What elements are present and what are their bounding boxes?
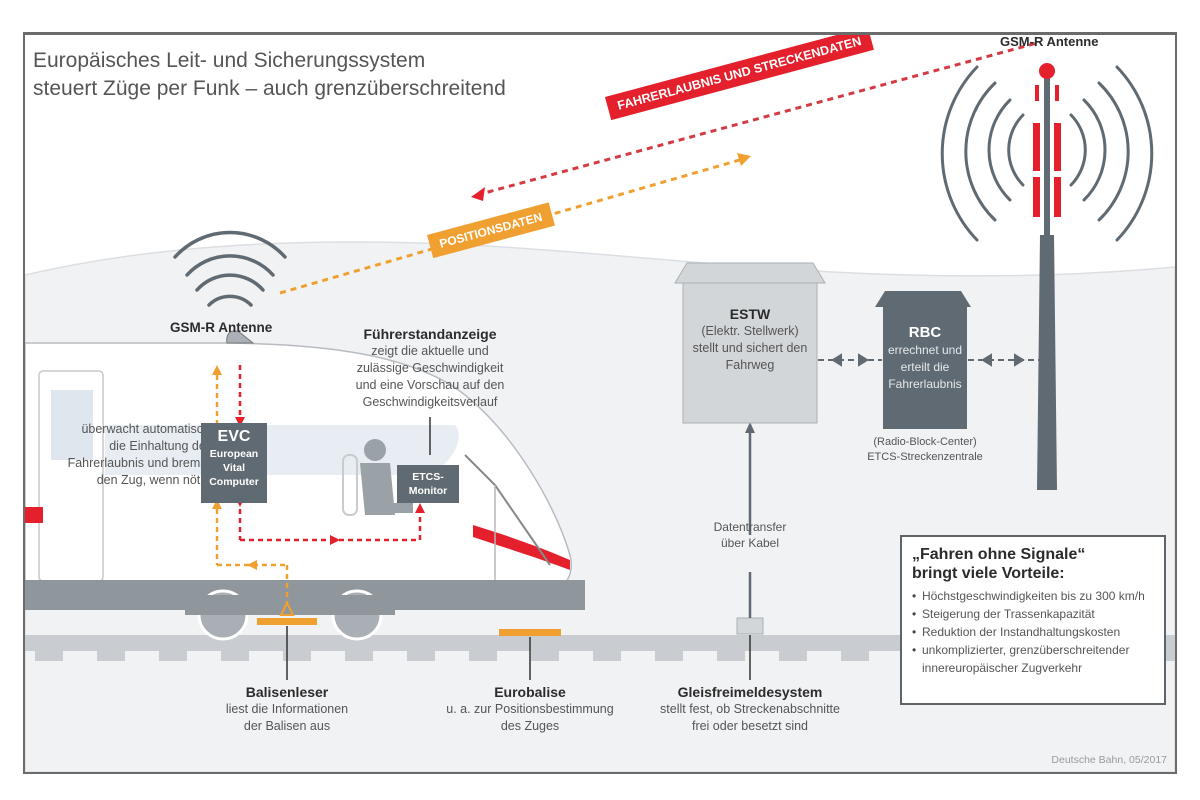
- eurobalise-line: u. a. zur Positionsbestimmung: [446, 702, 614, 716]
- balise-reader-line: liest die Informationen: [225, 702, 349, 716]
- benefits-title-line-2: bringt viele Vorteile:: [912, 565, 1065, 582]
- rbc-caption-line: (Radio-Block-Center): [873, 436, 977, 448]
- evc-antenna-links: [212, 365, 245, 427]
- rbc-caption: (Radio-Block-Center) ETCS-Streckenzentra…: [855, 435, 995, 465]
- train-antenna-label: GSM-R Antenne: [170, 320, 273, 335]
- balise-reader-line: der Balisen aus: [243, 719, 331, 733]
- cable-arrow: [745, 422, 755, 618]
- radio-link-position-data: [279, 153, 751, 295]
- benefits-title: „Fahren ohne Signale“ bringt viele Vorte…: [912, 545, 1154, 583]
- tower-antenna-label: GSM-R Antenne: [1000, 34, 1099, 49]
- benefit-item: unkomplizierter, grenzüberschreitender i…: [912, 641, 1154, 677]
- source-credit: Deutsche Bahn, 05/2017: [1051, 754, 1167, 766]
- balise-reader-label: Balisenleser liest die Informationen der…: [207, 683, 367, 735]
- benefits-list: Höchstgeschwindigkeiten bis zu 300 km/h …: [912, 587, 1154, 677]
- estw-building: [674, 262, 826, 424]
- train-red-stripe-rear: [25, 507, 43, 523]
- evc-description-line: die Einhaltung der: [109, 439, 210, 453]
- rail-sleeper: [407, 651, 435, 661]
- evc-description-line: Fahrerlaubnis und bremst: [67, 456, 210, 470]
- evc-description-line: überwacht automatisch: [81, 422, 210, 436]
- rail-sleeper: [593, 651, 621, 661]
- track-detection-line: frei oder besetzt sind: [691, 719, 809, 733]
- balise-evc-link: [212, 499, 295, 616]
- benefits-box: „Fahren ohne Signale“ bringt viele Vorte…: [900, 535, 1166, 705]
- benefit-item: Höchstgeschwindigkeiten bis zu 300 km/h: [912, 587, 1154, 605]
- evc-subtitle-line: European: [209, 448, 259, 460]
- evc-subtitle-line: Computer: [209, 476, 259, 488]
- tower-radio-waves: [940, 65, 1154, 242]
- benefits-title-line-1: „Fahren ohne Signale“: [912, 546, 1086, 563]
- evc-description-line: den Zug, wenn nötig: [96, 473, 210, 487]
- estw-rbc-connector: [818, 353, 882, 367]
- eurobalise-line: des Zuges: [500, 719, 560, 733]
- train: [25, 330, 585, 641]
- rail-sleeper: [221, 651, 249, 661]
- benefit-item: Steigerung der Trassenkapazität: [912, 605, 1154, 623]
- infographic-frame: Europäisches Leit- und Sicherungssystem …: [23, 32, 1177, 774]
- cable-label: Datentransfer über Kabel: [695, 519, 805, 551]
- cab-display-line: Geschwindigkeitsverlauf: [362, 395, 498, 409]
- evc-description: überwacht automatisch die Einhaltung der…: [45, 421, 210, 489]
- eurobalise: [499, 629, 561, 636]
- estw-line: Fahrweg: [725, 358, 775, 372]
- train-door-window: [51, 390, 93, 460]
- estw-text: ESTW (Elektr. Stellwerk) stellt und sich…: [683, 305, 817, 374]
- radio-link-driving-permit: [471, 41, 1038, 201]
- rbc-building: [875, 291, 971, 429]
- rbc-line: errechnet und: [887, 343, 963, 357]
- estw-line: (Elektr. Stellwerk): [701, 324, 799, 338]
- evc-subtitle-line: Vital: [223, 462, 245, 474]
- rail-sleeper: [469, 651, 497, 661]
- cab-display-line: zeigt die aktuelle und: [371, 344, 489, 358]
- rail-sleeper: [283, 651, 311, 661]
- title-line-1: Europäisches Leit- und Sicherungssystem: [33, 49, 426, 72]
- rail-sleeper: [841, 651, 869, 661]
- train-roof-antenna: [226, 330, 255, 344]
- estw-title: ESTW: [729, 306, 771, 322]
- cab-display-line: zulässige Geschwindigkeit: [356, 361, 504, 375]
- train-driver-icon: [342, 439, 413, 516]
- cable-label-line: Datentransfer: [713, 520, 787, 534]
- rail-sleeper: [159, 651, 187, 661]
- title-line-2: steuert Züge per Funk – auch grenzübersc…: [33, 77, 506, 100]
- diagram-artwork: [25, 41, 1175, 772]
- rail-sleeper: [531, 651, 559, 661]
- rail-sleeper: [779, 651, 807, 661]
- rbc-title: RBC: [908, 324, 942, 341]
- benefit-item: Reduktion der Instandhaltungskosten: [912, 623, 1154, 641]
- rbc-text: RBC errechnet und erteilt die Fahrerlaub…: [883, 323, 967, 393]
- track-detection-label: Gleisfreimeldesystem stellt fest, ob Str…: [650, 683, 850, 735]
- etcs-monitor-line: Monitor: [408, 485, 448, 497]
- etcs-monitor-line: ETCS-: [412, 471, 444, 483]
- infographic-title: Europäisches Leit- und Sicherungssystem …: [33, 47, 506, 103]
- etcs-monitor-box: ETCS- Monitor: [397, 465, 459, 503]
- rbc-line: erteilt die: [900, 360, 950, 374]
- train-antenna-waves: [173, 230, 287, 307]
- train-window-band: [105, 425, 459, 475]
- track-detection-line: stellt fest, ob Streckenabschnitte: [660, 702, 840, 716]
- rbc-line: Fahrerlaubnis: [888, 377, 962, 391]
- track-detection-box: [736, 617, 764, 635]
- gsmr-tower: [1033, 63, 1061, 490]
- cab-display-title: Führerstandanzeige: [363, 326, 497, 342]
- rail-sleeper: [717, 651, 745, 661]
- balise-reader-title: Balisenleser: [245, 684, 329, 700]
- estw-line: stellt und sichert den: [692, 341, 808, 355]
- eurobalise-title: Eurobalise: [494, 684, 566, 700]
- track-detection-title: Gleisfreimeldesystem: [677, 684, 823, 700]
- evc-title: EVC: [217, 428, 251, 445]
- rail-sleeper: [345, 651, 373, 661]
- rail-sleeper: [35, 651, 63, 661]
- cable-label-line: über Kabel: [720, 536, 780, 550]
- evc-box: EVC European Vital Computer: [201, 423, 267, 503]
- rail-sleeper: [655, 651, 683, 661]
- eurobalise-label: Eurobalise u. a. zur Positionsbestimmung…: [440, 683, 620, 735]
- cab-display-annotation: Führerstandanzeige zeigt die aktuelle un…: [350, 325, 510, 411]
- cab-display-line: und eine Vorschau auf den: [355, 378, 505, 392]
- balise-reader: [257, 618, 317, 625]
- rbc-caption-line: ETCS-Streckenzentrale: [867, 451, 983, 463]
- rbc-tower-connector: [968, 353, 1040, 367]
- rail-sleeper: [97, 651, 125, 661]
